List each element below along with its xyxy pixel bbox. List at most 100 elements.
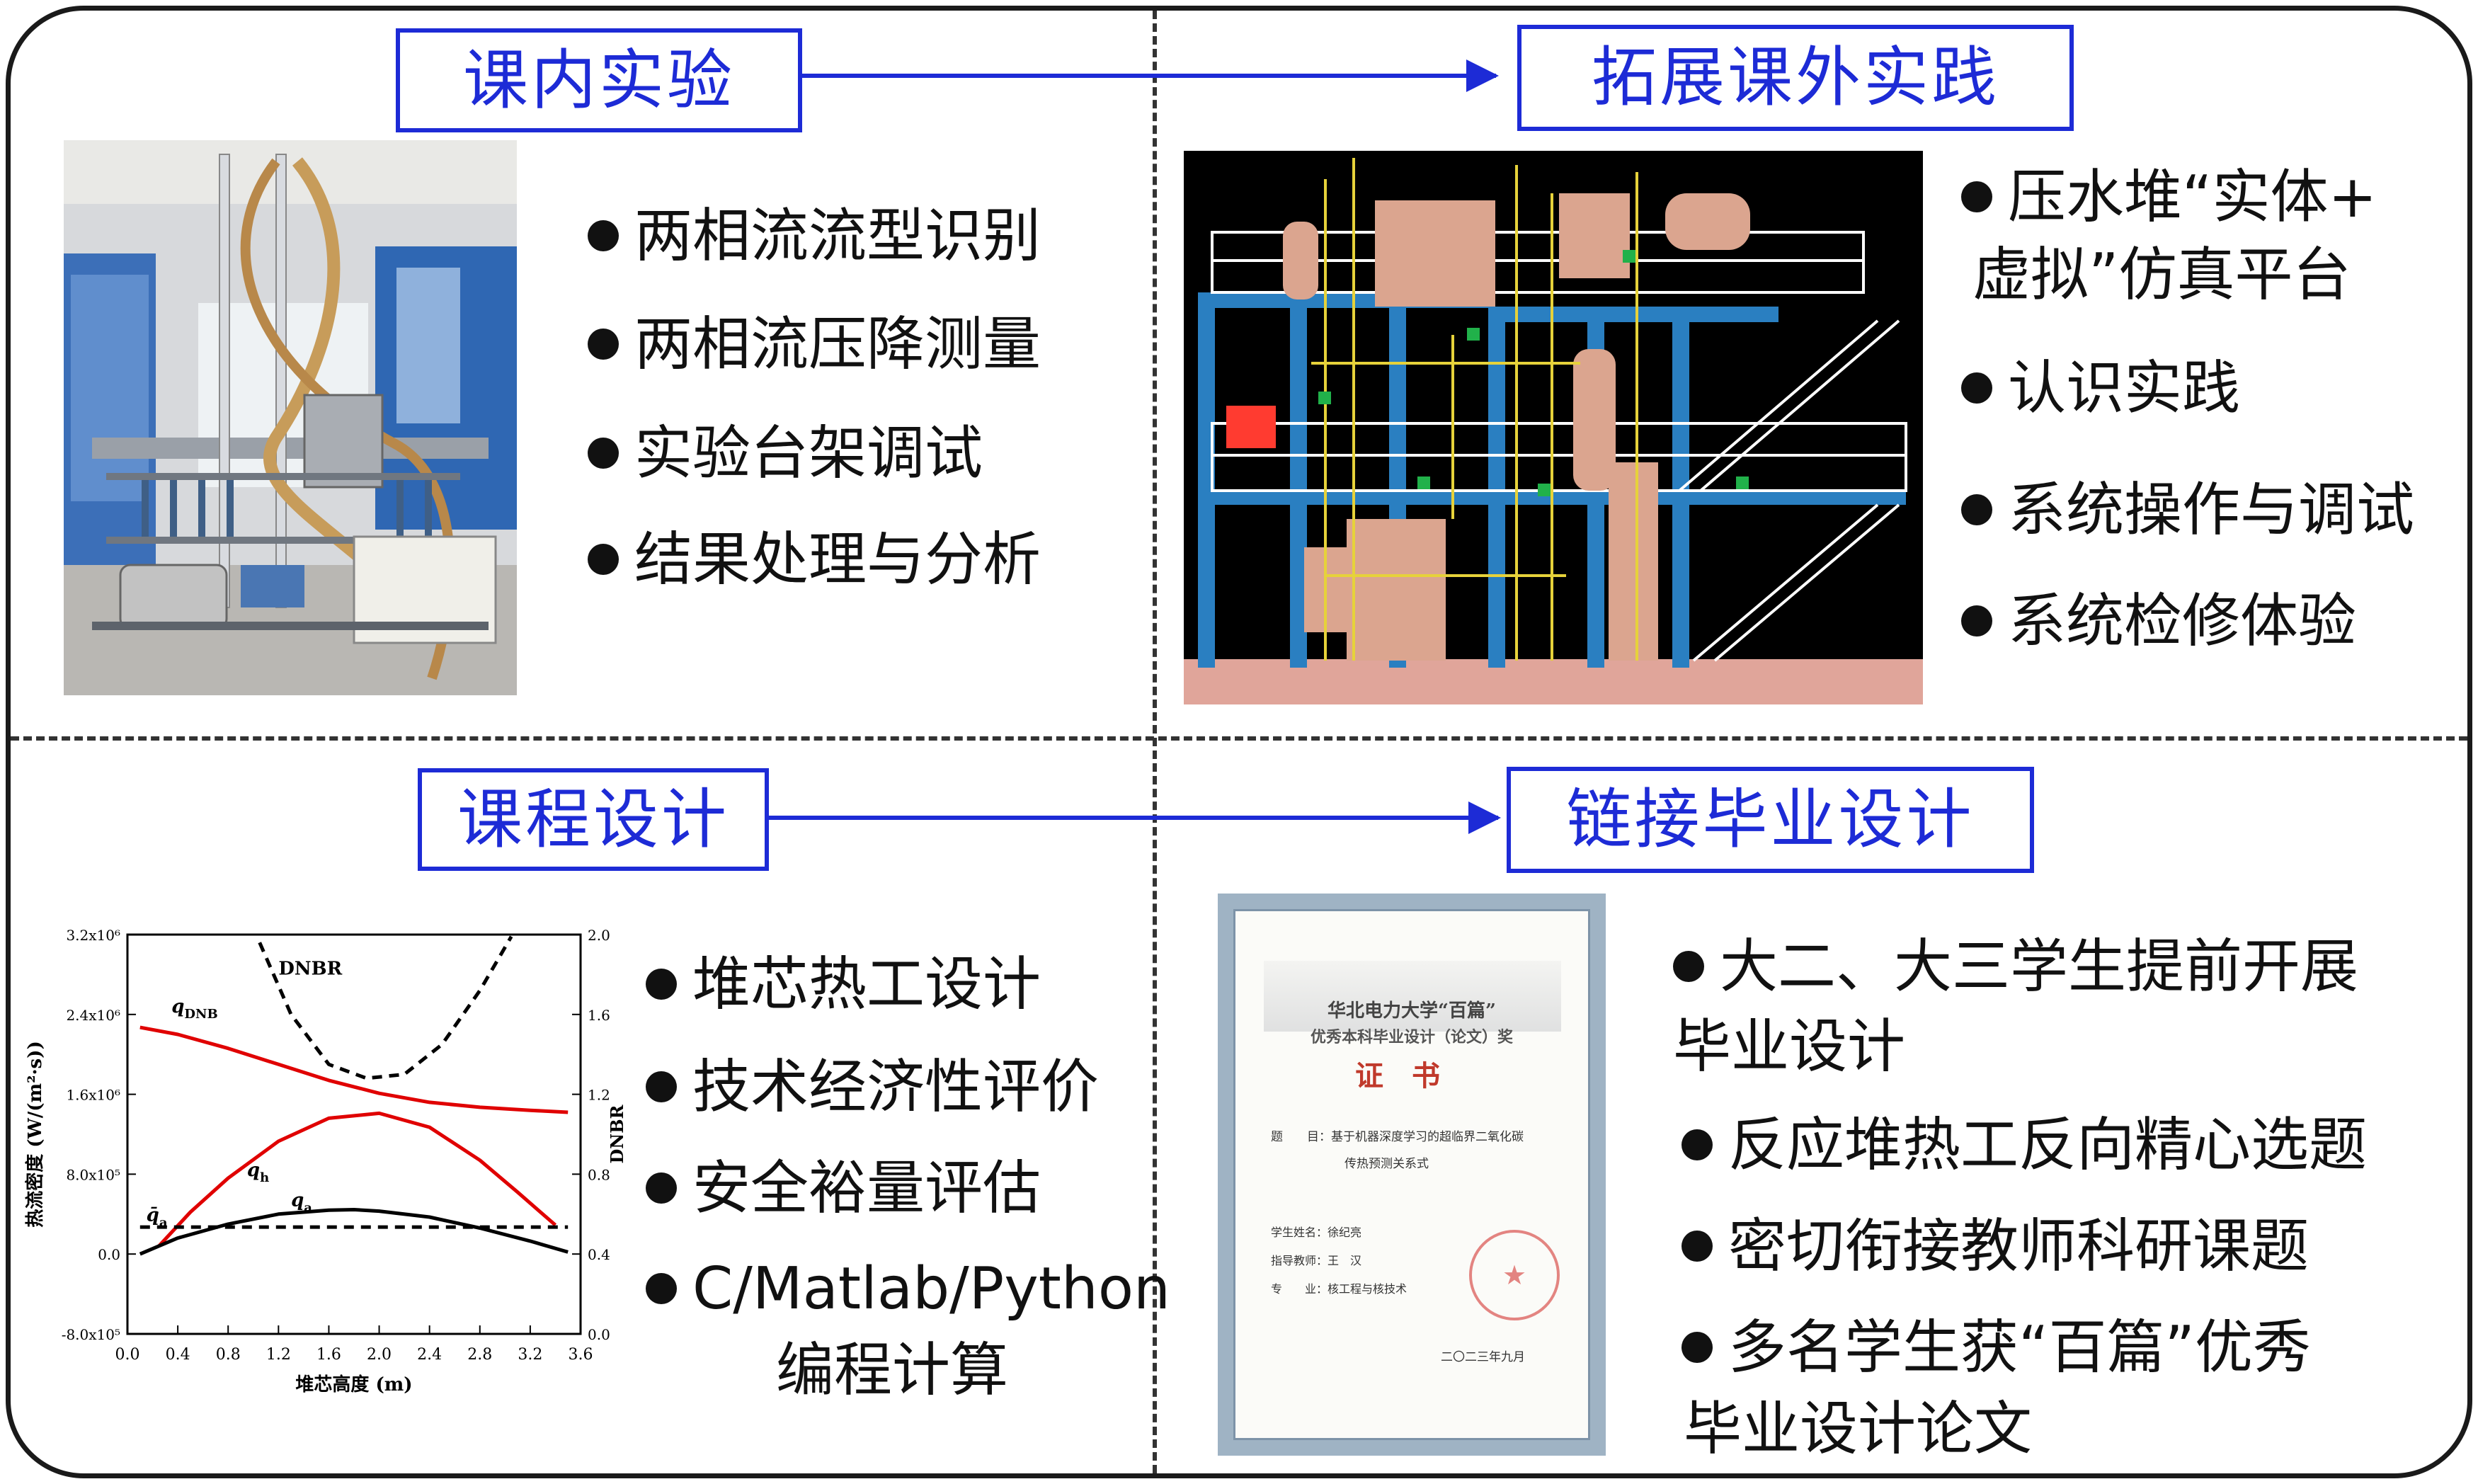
y2-tick-label: 1.6 bbox=[588, 1007, 610, 1024]
outer-frame bbox=[6, 6, 2472, 1478]
tr-bullet-1: 压水堆“实体+ bbox=[1961, 161, 2377, 234]
bullet-dot-icon bbox=[646, 1071, 677, 1102]
y2-tick-label: 0.0 bbox=[588, 1326, 610, 1343]
certificate-advisor: 指导教师：王 汉 bbox=[1271, 1254, 1362, 1267]
qh-curve-label-sub: h bbox=[260, 1170, 269, 1185]
certificate-student: 学生姓名：徐纪亮 bbox=[1271, 1226, 1362, 1239]
certificate-inner: 华北电力大学“百篇” 优秀本科毕业设计（论文）奖 证书 题 目：基于机器深度学习… bbox=[1233, 909, 1590, 1440]
x-tick-label: 3.2 bbox=[518, 1346, 542, 1364]
certificate-date: 二〇二三年九月 bbox=[1441, 1350, 1525, 1364]
qa-curve-label-sub: a bbox=[304, 1201, 312, 1216]
bullet-dot-icon bbox=[646, 1273, 677, 1304]
bullet-dot-icon bbox=[1682, 1129, 1713, 1160]
tl-bullet-1: 两相流流型识别 bbox=[588, 200, 1041, 273]
tl-bullet-2: 两相流压降测量 bbox=[588, 309, 1041, 382]
arrow-top bbox=[802, 59, 1499, 92]
x-tick-label: 1.6 bbox=[316, 1346, 341, 1364]
tr-bullet-4: 系统检修体验 bbox=[1961, 586, 2356, 658]
certificate-seal: ★ bbox=[1469, 1230, 1560, 1320]
y-axis-label: 热流密度 (W/(m²·s)) bbox=[24, 1041, 46, 1228]
x-tick-label: 3.6 bbox=[569, 1346, 593, 1364]
qbar-curve-label-sub: a bbox=[159, 1216, 168, 1231]
bl-bullet-2: 技术经济性评价 bbox=[646, 1051, 1099, 1124]
bl-bullet-1: 堆芯热工设计 bbox=[646, 949, 1041, 1022]
title-graduation-design: 链接毕业设计 bbox=[1507, 767, 2034, 873]
title-in-class-experiment: 课内实验 bbox=[396, 28, 802, 132]
br-bullet-4: 多名学生获“百篇”优秀 bbox=[1682, 1312, 2311, 1385]
horizontal-divider bbox=[11, 736, 2467, 741]
bullet-dot-icon bbox=[1961, 181, 1992, 212]
bl-bullet-3: 安全裕量评估 bbox=[646, 1153, 1041, 1226]
x-tick-label: 2.0 bbox=[367, 1346, 392, 1364]
y2-axis-label: DNBR bbox=[607, 1104, 627, 1163]
x-tick-label: 0.8 bbox=[216, 1346, 241, 1364]
certificate-topic: 题 目：基于机器深度学习的超临界二氧化碳 传热预测关系式 bbox=[1271, 1130, 1524, 1171]
pwr-simulation-render bbox=[1184, 151, 1923, 704]
x-axis-label: 堆芯高度 (m) bbox=[295, 1374, 412, 1395]
y-tick-label: 1.6x10⁶ bbox=[66, 1087, 120, 1104]
tr-bullet-3: 系统操作与调试 bbox=[1961, 474, 2414, 547]
qh-curve-label: qh bbox=[247, 1160, 269, 1185]
title-extracurricular-practice: 拓展课外实践 bbox=[1517, 25, 2074, 131]
experiment-rig-illustration bbox=[64, 140, 517, 695]
seal-star-icon: ★ bbox=[1502, 1260, 1527, 1291]
arrow-bottom bbox=[769, 801, 1501, 834]
series-line-1 bbox=[157, 1111, 557, 1248]
br-bullet-2: 反应堆热工反向精心选题 bbox=[1682, 1109, 2367, 1182]
br-bullet-3: 密切衔接教师科研课题 bbox=[1682, 1211, 2309, 1284]
vertical-divider bbox=[1153, 11, 1157, 1473]
certificate-award: 优秀本科毕业设计（论文）奖 bbox=[1310, 1028, 1513, 1046]
br-bullet-1: 大二、大三学生提前开展 bbox=[1673, 931, 2358, 1004]
y-tick-label: 8.0x10⁵ bbox=[66, 1166, 120, 1183]
bullet-dot-icon bbox=[1682, 1332, 1713, 1363]
bl-bullet-4-cont: 编程计算 bbox=[776, 1337, 1009, 1404]
dnbr-curve-label: DNBR bbox=[278, 958, 342, 979]
br-bullet-1-cont: 毕业设计 bbox=[1673, 1013, 1906, 1080]
x-tick-label: 0.0 bbox=[115, 1346, 140, 1364]
bullet-dot-icon bbox=[646, 969, 677, 1000]
plot-frame bbox=[126, 933, 582, 1335]
certificate-building-image bbox=[1264, 961, 1561, 1032]
series-line-2 bbox=[139, 1208, 569, 1256]
certificate-major: 专 业：核工程与核技术 bbox=[1271, 1282, 1408, 1296]
bullet-dot-icon bbox=[1961, 494, 1992, 525]
series-line-0 bbox=[139, 1025, 569, 1114]
bullet-dot-icon bbox=[588, 220, 619, 251]
br-bullet-4-cont: 毕业设计论文 bbox=[1684, 1395, 2033, 1463]
bullet-dot-icon bbox=[588, 544, 619, 575]
bullet-dot-icon bbox=[588, 438, 619, 469]
tl-bullet-3: 实验台架调试 bbox=[588, 418, 983, 491]
bullet-dot-icon bbox=[1673, 951, 1704, 982]
x-tick-label: 2.8 bbox=[467, 1346, 492, 1364]
x-tick-label: 0.4 bbox=[166, 1346, 190, 1364]
x-tick-label: 2.4 bbox=[417, 1346, 442, 1364]
y2-tick-label: 1.2 bbox=[588, 1087, 610, 1104]
thermal-design-chart: 0.0 0.4 0.8 1.2 1.6 2.0 2.4 2.8 3.2 3.6 -8.0x10⁵ 0.… bbox=[24, 927, 627, 1395]
bullet-dot-icon bbox=[646, 1172, 677, 1204]
y2-tick-label: 2.0 bbox=[588, 927, 610, 944]
photo-experiment-rig bbox=[64, 140, 517, 695]
y-tick-label: 3.2x10⁶ bbox=[66, 927, 120, 944]
bl-bullet-4: C/Matlab/Python bbox=[646, 1253, 1170, 1326]
y-tick-label: 2.4x10⁶ bbox=[66, 1007, 120, 1024]
award-certificate: 华北电力大学“百篇” 优秀本科毕业设计（论文）奖 证书 题 目：基于机器深度学习… bbox=[1218, 894, 1606, 1456]
bullet-dot-icon bbox=[1961, 372, 1992, 404]
bullet-dot-icon bbox=[588, 329, 619, 360]
certificate-school: 华北电力大学“百篇” bbox=[1328, 1000, 1496, 1022]
pwr-plant-illustration bbox=[1184, 151, 1923, 704]
tl-bullet-4: 结果处理与分析 bbox=[588, 524, 1041, 597]
bullet-dot-icon bbox=[1682, 1231, 1713, 1262]
y-tick-label: -8.0x10⁵ bbox=[62, 1326, 120, 1343]
bullet-dot-icon bbox=[1961, 605, 1992, 637]
tr-bullet-1-cont: 虚拟”仿真平台 bbox=[1972, 241, 2351, 309]
x-tick-label: 1.2 bbox=[266, 1346, 291, 1364]
y-tick-label: 0.0 bbox=[98, 1246, 120, 1263]
tr-bullet-2: 认识实践 bbox=[1961, 353, 2240, 426]
y2-tick-label: 0.4 bbox=[588, 1246, 610, 1263]
title-course-design: 课程设计 bbox=[418, 768, 769, 871]
certificate-heading: 证书 bbox=[1355, 1059, 1468, 1092]
qdnb-curve-label-sub: DNB bbox=[184, 1007, 217, 1022]
y2-tick-label: 0.8 bbox=[588, 1166, 610, 1183]
qdnb-curve-label: qDNB bbox=[171, 996, 217, 1022]
series-line-4 bbox=[258, 935, 513, 1080]
